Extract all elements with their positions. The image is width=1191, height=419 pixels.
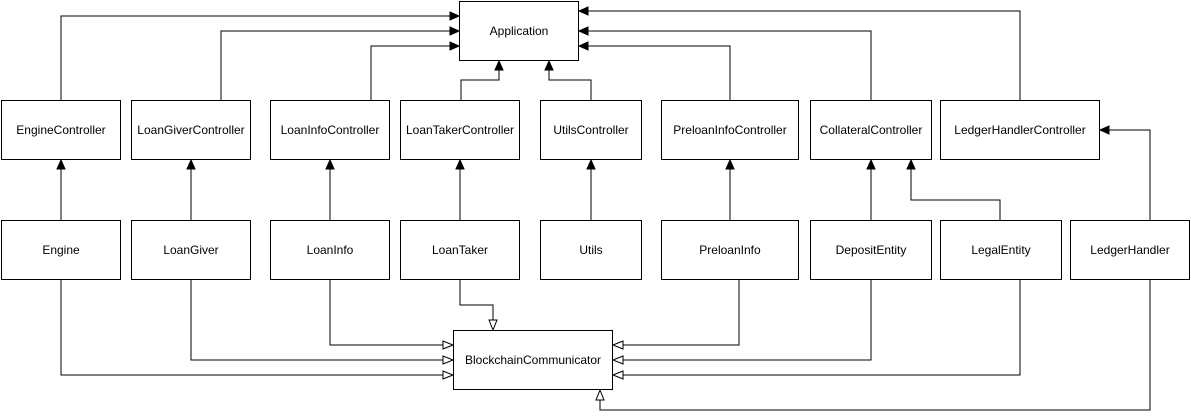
loan-info-node: LoanInfo <box>270 220 390 280</box>
engine-controller-node: EngineController <box>1 100 121 160</box>
loan-giver-to-blockchain-communicator-arrowhead <box>442 355 455 365</box>
utils-controller-to-application-connector <box>548 70 592 100</box>
legal-entity-node: LegalEntity <box>940 220 1062 280</box>
preloan-info-controller-to-application-connector <box>588 45 731 100</box>
ledger-handler-controller-node: LedgerHandlerController <box>940 100 1100 160</box>
ledger-handler-to-blockchain-communicator-arrowhead <box>595 388 605 401</box>
preloan-info-controller-node: PreloanInfoController <box>661 100 799 160</box>
ledger-handler-controller-to-application-connector <box>588 10 1021 100</box>
ledger-handler-to-ledger-handler-controller-connector <box>1109 129 1151 220</box>
loan-giver-controller-node: LoanGiverController <box>131 100 251 160</box>
engine-to-engine-controller-arrowhead <box>56 158 66 170</box>
engine-to-blockchain-communicator-arrowhead <box>442 370 455 380</box>
loan-giver-controller-to-application-arrowhead <box>449 26 461 36</box>
loan-giver-to-blockchain-communicator-connector <box>190 280 443 361</box>
legal-entity-to-blockchain-communicator-arrowhead <box>611 370 624 380</box>
utils-controller-node: UtilsController <box>540 100 642 160</box>
legal-entity-to-collateral-controller-connector <box>910 169 1001 220</box>
utils-to-utils-controller-arrowhead <box>586 158 596 170</box>
deposit-entity-to-blockchain-communicator-arrowhead <box>611 355 624 365</box>
preloan-info-node: PreloanInfo <box>661 220 799 280</box>
engine-controller-to-application-connector <box>60 15 450 100</box>
engine-to-blockchain-communicator-connector <box>60 280 443 376</box>
preloan-info-to-blockchain-communicator-connector <box>623 280 740 346</box>
collateral-controller-node: CollateralController <box>810 100 932 160</box>
loan-giver-to-loan-giver-controller-arrowhead <box>186 158 196 170</box>
engine-controller-to-application-arrowhead <box>449 11 461 21</box>
deposit-entity-node: DepositEntity <box>810 220 932 280</box>
blockchain-communicator-node: BlockchainCommunicator <box>453 330 613 390</box>
loan-info-controller-to-application-arrowhead <box>449 41 461 51</box>
ledger-handler-node: LedgerHandler <box>1070 220 1190 280</box>
loan-taker-to-loan-taker-controller-arrowhead <box>455 158 465 170</box>
engine-node: Engine <box>1 220 121 280</box>
legal-entity-to-collateral-controller-arrowhead <box>906 158 916 170</box>
loan-giver-node: LoanGiver <box>131 220 251 280</box>
preloan-info-to-blockchain-communicator-arrowhead <box>611 340 624 350</box>
loan-taker-to-blockchain-communicator-arrowhead <box>488 319 498 332</box>
loan-info-to-loan-info-controller-arrowhead <box>325 158 335 170</box>
collateral-controller-to-application-arrowhead <box>577 26 589 36</box>
loan-info-to-blockchain-communicator-arrowhead <box>442 340 455 350</box>
preloan-info-to-preloan-info-controller-arrowhead <box>725 158 735 170</box>
utils-node: Utils <box>540 220 642 280</box>
preloan-info-controller-to-application-arrowhead <box>577 41 589 51</box>
deposit-entity-to-collateral-controller-arrowhead <box>866 158 876 170</box>
collateral-controller-to-application-connector <box>588 30 872 100</box>
application-node: Application <box>459 1 579 61</box>
loan-giver-controller-to-application-connector <box>220 30 450 100</box>
legal-entity-to-blockchain-communicator-connector <box>623 280 1021 376</box>
deposit-entity-to-blockchain-communicator-connector <box>623 280 872 361</box>
loan-taker-controller-to-application-connector <box>460 70 500 100</box>
ledger-handler-to-ledger-handler-controller-arrowhead <box>1098 125 1110 135</box>
loan-info-to-blockchain-communicator-connector <box>329 280 443 346</box>
ledger-handler-to-blockchain-communicator-connector <box>599 280 1151 411</box>
loan-taker-to-blockchain-communicator-connector <box>459 280 494 320</box>
loan-taker-node: LoanTaker <box>400 220 520 280</box>
loan-taker-controller-node: LoanTakerController <box>400 100 520 160</box>
loan-info-controller-to-application-connector <box>370 45 450 100</box>
loan-taker-controller-to-application-arrowhead <box>494 59 504 71</box>
loan-info-controller-node: LoanInfoController <box>270 100 390 160</box>
utils-controller-to-application-arrowhead <box>544 59 554 71</box>
ledger-handler-controller-to-application-arrowhead <box>577 6 589 16</box>
